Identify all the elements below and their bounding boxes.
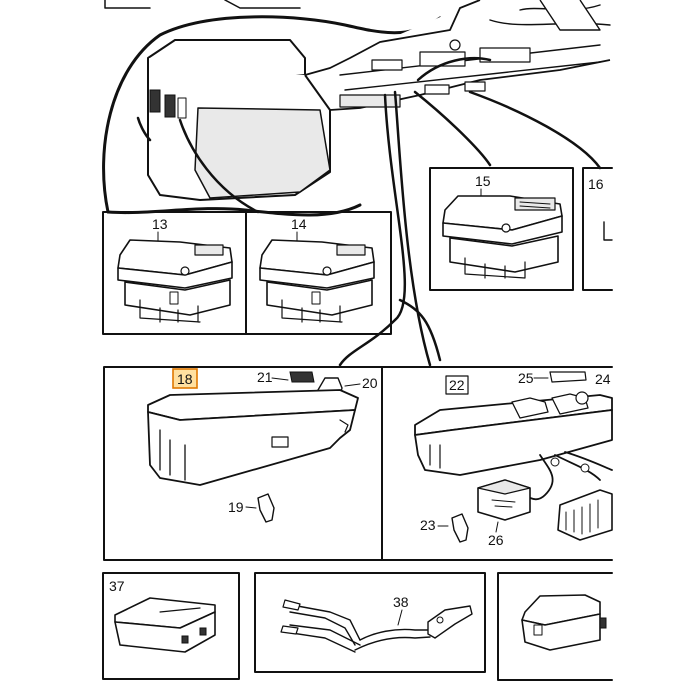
blank-switch-cover-18 bbox=[147, 371, 359, 486]
clip-23 bbox=[451, 513, 469, 543]
panel-13: 13 bbox=[102, 211, 247, 335]
callout-25: 25 bbox=[518, 370, 534, 386]
callout-15: 15 bbox=[475, 173, 491, 189]
cable-38 bbox=[280, 599, 473, 653]
panel-18: 18 21 20 19 bbox=[103, 366, 383, 561]
callout-13: 13 bbox=[152, 216, 168, 232]
callout-22: 22 bbox=[449, 377, 465, 393]
callout-18[interactable]: 18 bbox=[177, 371, 193, 387]
panel-16: 16 bbox=[582, 167, 613, 291]
callout-38: 38 bbox=[393, 594, 409, 610]
callout-18-highlight[interactable] bbox=[172, 368, 198, 389]
callout-37: 37 bbox=[109, 578, 125, 594]
panel-bottom-right bbox=[497, 572, 613, 681]
rocker-switch-13 bbox=[117, 239, 233, 323]
clip-19 bbox=[257, 493, 275, 523]
callout-26: 26 bbox=[488, 532, 504, 548]
callout-16: 16 bbox=[588, 176, 604, 192]
switch-panel-22 bbox=[414, 391, 613, 541]
switch-block-37 bbox=[114, 597, 216, 653]
callout-24: 24 bbox=[595, 371, 611, 387]
panel-38: 38 bbox=[254, 572, 486, 673]
rocker-switch-bottom-right bbox=[521, 594, 607, 651]
callout-23: 23 bbox=[420, 517, 436, 533]
panel-14: 14 bbox=[245, 211, 392, 335]
panel-37: 37 bbox=[102, 572, 240, 680]
panel-15: 15 bbox=[429, 167, 574, 291]
callout-14: 14 bbox=[291, 216, 307, 232]
callout-19: 19 bbox=[228, 499, 244, 515]
callout-20: 20 bbox=[362, 375, 378, 391]
rocker-switch-14 bbox=[259, 239, 375, 323]
console-illustration bbox=[102, 0, 611, 367]
panel-22: 22 25 24 23 26 bbox=[381, 366, 613, 561]
rocker-switch-15 bbox=[442, 195, 563, 279]
callout-21: 21 bbox=[257, 369, 273, 385]
